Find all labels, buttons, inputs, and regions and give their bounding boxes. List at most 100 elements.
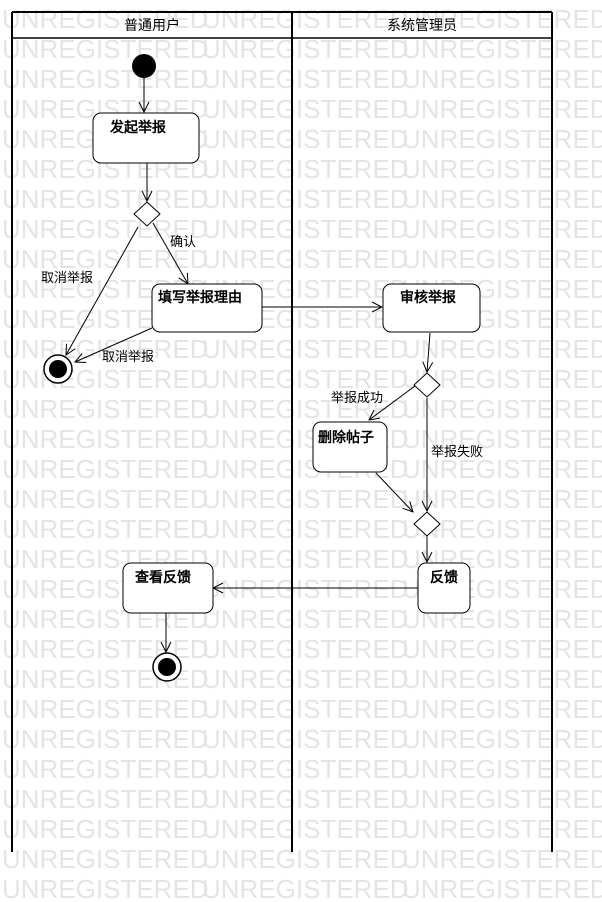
watermark-text: UNREGISTERED [2,64,209,94]
activity-label: 删除帖子 [318,429,374,446]
activity-view-feedback[interactable]: 查看反馈 [122,562,214,614]
watermark-text: UNREGISTERED [402,454,602,484]
watermark-text: UNREGISTERED [202,334,409,364]
flow-delete-to-merge [375,472,413,512]
watermark-text: UNREGISTERED [402,844,602,874]
watermark-text: UNREGISTERED [202,4,409,34]
watermark-text: UNREGISTERED [402,184,602,214]
watermark-text: UNREGISTERED [402,244,602,274]
watermark-text: UNREGISTERED [402,754,602,784]
watermark-text: UNREGISTERED [202,784,409,814]
watermark-text: UNREGISTERED [402,64,602,94]
watermark-text: UNREGISTERED [202,634,409,664]
watermark-text: UNREGISTERED [2,724,209,754]
control-flows [66,78,430,652]
watermark-text: UNREGISTERED [202,754,409,784]
flow-label-cancel-1: 取消举报 [41,271,93,286]
watermark-text: UNREGISTERED [402,484,602,514]
watermark-text: UNREGISTERED [402,124,602,154]
watermark-text: UNREGISTERED [202,184,409,214]
watermark-text: UNREGISTERED [402,874,602,902]
watermark-text: UNREGISTERED [2,874,209,902]
watermark-text: UNREGISTERED [2,454,209,484]
watermark-text: UNREGISTERED [2,364,209,394]
watermark-text: UNREGISTERED [202,724,409,754]
watermark-text: UNREGISTERED [2,844,209,874]
lane-title-admin: 系统管理员 [387,18,457,34]
decision-review-result [413,372,441,398]
watermark-text: UNREGISTERED [202,64,409,94]
watermark-text: UNREGISTERED [402,424,602,454]
watermark-text: UNREGISTERED [2,214,209,244]
watermark-text: UNREGISTERED [2,34,209,64]
flow-fill-reason-to-final-cancel [75,327,153,362]
watermark-text: UNREGISTERED [2,784,209,814]
watermark-text: UNREGISTERED [202,484,409,514]
watermark-text: UNREGISTERED [402,814,602,844]
watermark-text: UNREGISTERED [202,574,409,604]
watermark-text: UNREGISTERED [202,124,409,154]
flow-success-to-delete [369,385,416,420]
watermark-text: UNREGISTERED [2,424,209,454]
watermark-text: UNREGISTERED [402,694,602,724]
watermark-text: UNREGISTERED [202,514,409,544]
watermark-text: UNREGISTERED [2,514,209,544]
watermark-text: UNREGISTERED [402,724,602,754]
watermark-text: UNREGISTERED [2,484,209,514]
activity-label: 查看反馈 [135,569,191,586]
watermark-text: UNREGISTERED [202,214,409,244]
watermark-text: UNREGISTERED [402,154,602,184]
activity-label: 反馈 [430,569,458,586]
flow-review-to-decision [427,332,430,372]
watermark-text: UNREGISTERED [402,634,602,664]
watermark-text: UNREGISTERED [202,664,409,694]
watermark-text: UNREGISTERED [2,694,209,724]
flow-label-report-success: 举报成功 [331,391,383,406]
activity-feedback[interactable]: 反馈 [417,562,471,614]
watermark-text: UNREGISTERED [402,784,602,814]
watermark-text: UNREGISTERED [402,4,602,34]
watermark-text: UNREGISTERED [2,394,209,424]
flow-label-report-failed: 举报失败 [431,445,483,460]
watermark-text: UNREGISTERED [2,4,209,34]
watermark-text: UNREGISTERED [202,844,409,874]
lane-title-user: 普通用户 [124,17,180,34]
flow-label-cancel-2: 取消举报 [102,350,154,365]
watermark-text: UNREGISTERED [202,94,409,124]
watermark-text: UNREGISTERED [202,34,409,64]
activity-review-report[interactable]: 审核举报 [382,283,481,333]
activity-label: 审核举报 [400,289,456,306]
watermark-text: UNREGISTERED [402,214,602,244]
watermark-text: UNREGISTERED [202,244,409,274]
final-node-cancel [43,354,73,384]
watermark-text: UNREGISTERED [202,814,409,844]
watermark-text: UNREGISTERED [202,604,409,634]
swimlane-frame [11,11,553,852]
watermark-text: UNREGISTERED [202,544,409,574]
watermark-text: UNREGISTERED [202,694,409,724]
watermark-text: UNREGISTERED [202,154,409,184]
activity-fill-reason[interactable]: 填写举报理由 [151,283,263,333]
watermark-text: UNREGISTERED [2,814,209,844]
flow-decision-to-final-cancel [66,226,139,355]
decision-confirm [133,201,161,227]
watermark-text: UNREGISTERED [402,664,602,694]
watermark-text: UNREGISTERED [2,754,209,784]
watermark-text: UNREGISTERED [2,184,209,214]
activity-label: 填写举报理由 [158,289,242,306]
watermark-text: UNREGISTERED [402,34,602,64]
initial-node [132,54,156,78]
watermark-text: UNREGISTERED [202,874,409,902]
watermark-text: UNREGISTERED [202,364,409,394]
merge-node [413,511,441,537]
watermark-text: UNREGISTERED [402,94,602,124]
final-node-end [152,652,182,682]
activity-initiate-report[interactable]: 发起举报 [92,112,200,164]
watermark-text: UNREGISTERED [402,394,602,424]
flow-decision-to-fill-reason [152,222,188,284]
activity-label: 发起举报 [109,119,166,136]
activity-delete-post[interactable]: 删除帖子 [312,421,388,473]
watermark-text: UNREGISTERED [402,334,602,364]
watermark-text: UNREGISTERED [402,514,602,544]
